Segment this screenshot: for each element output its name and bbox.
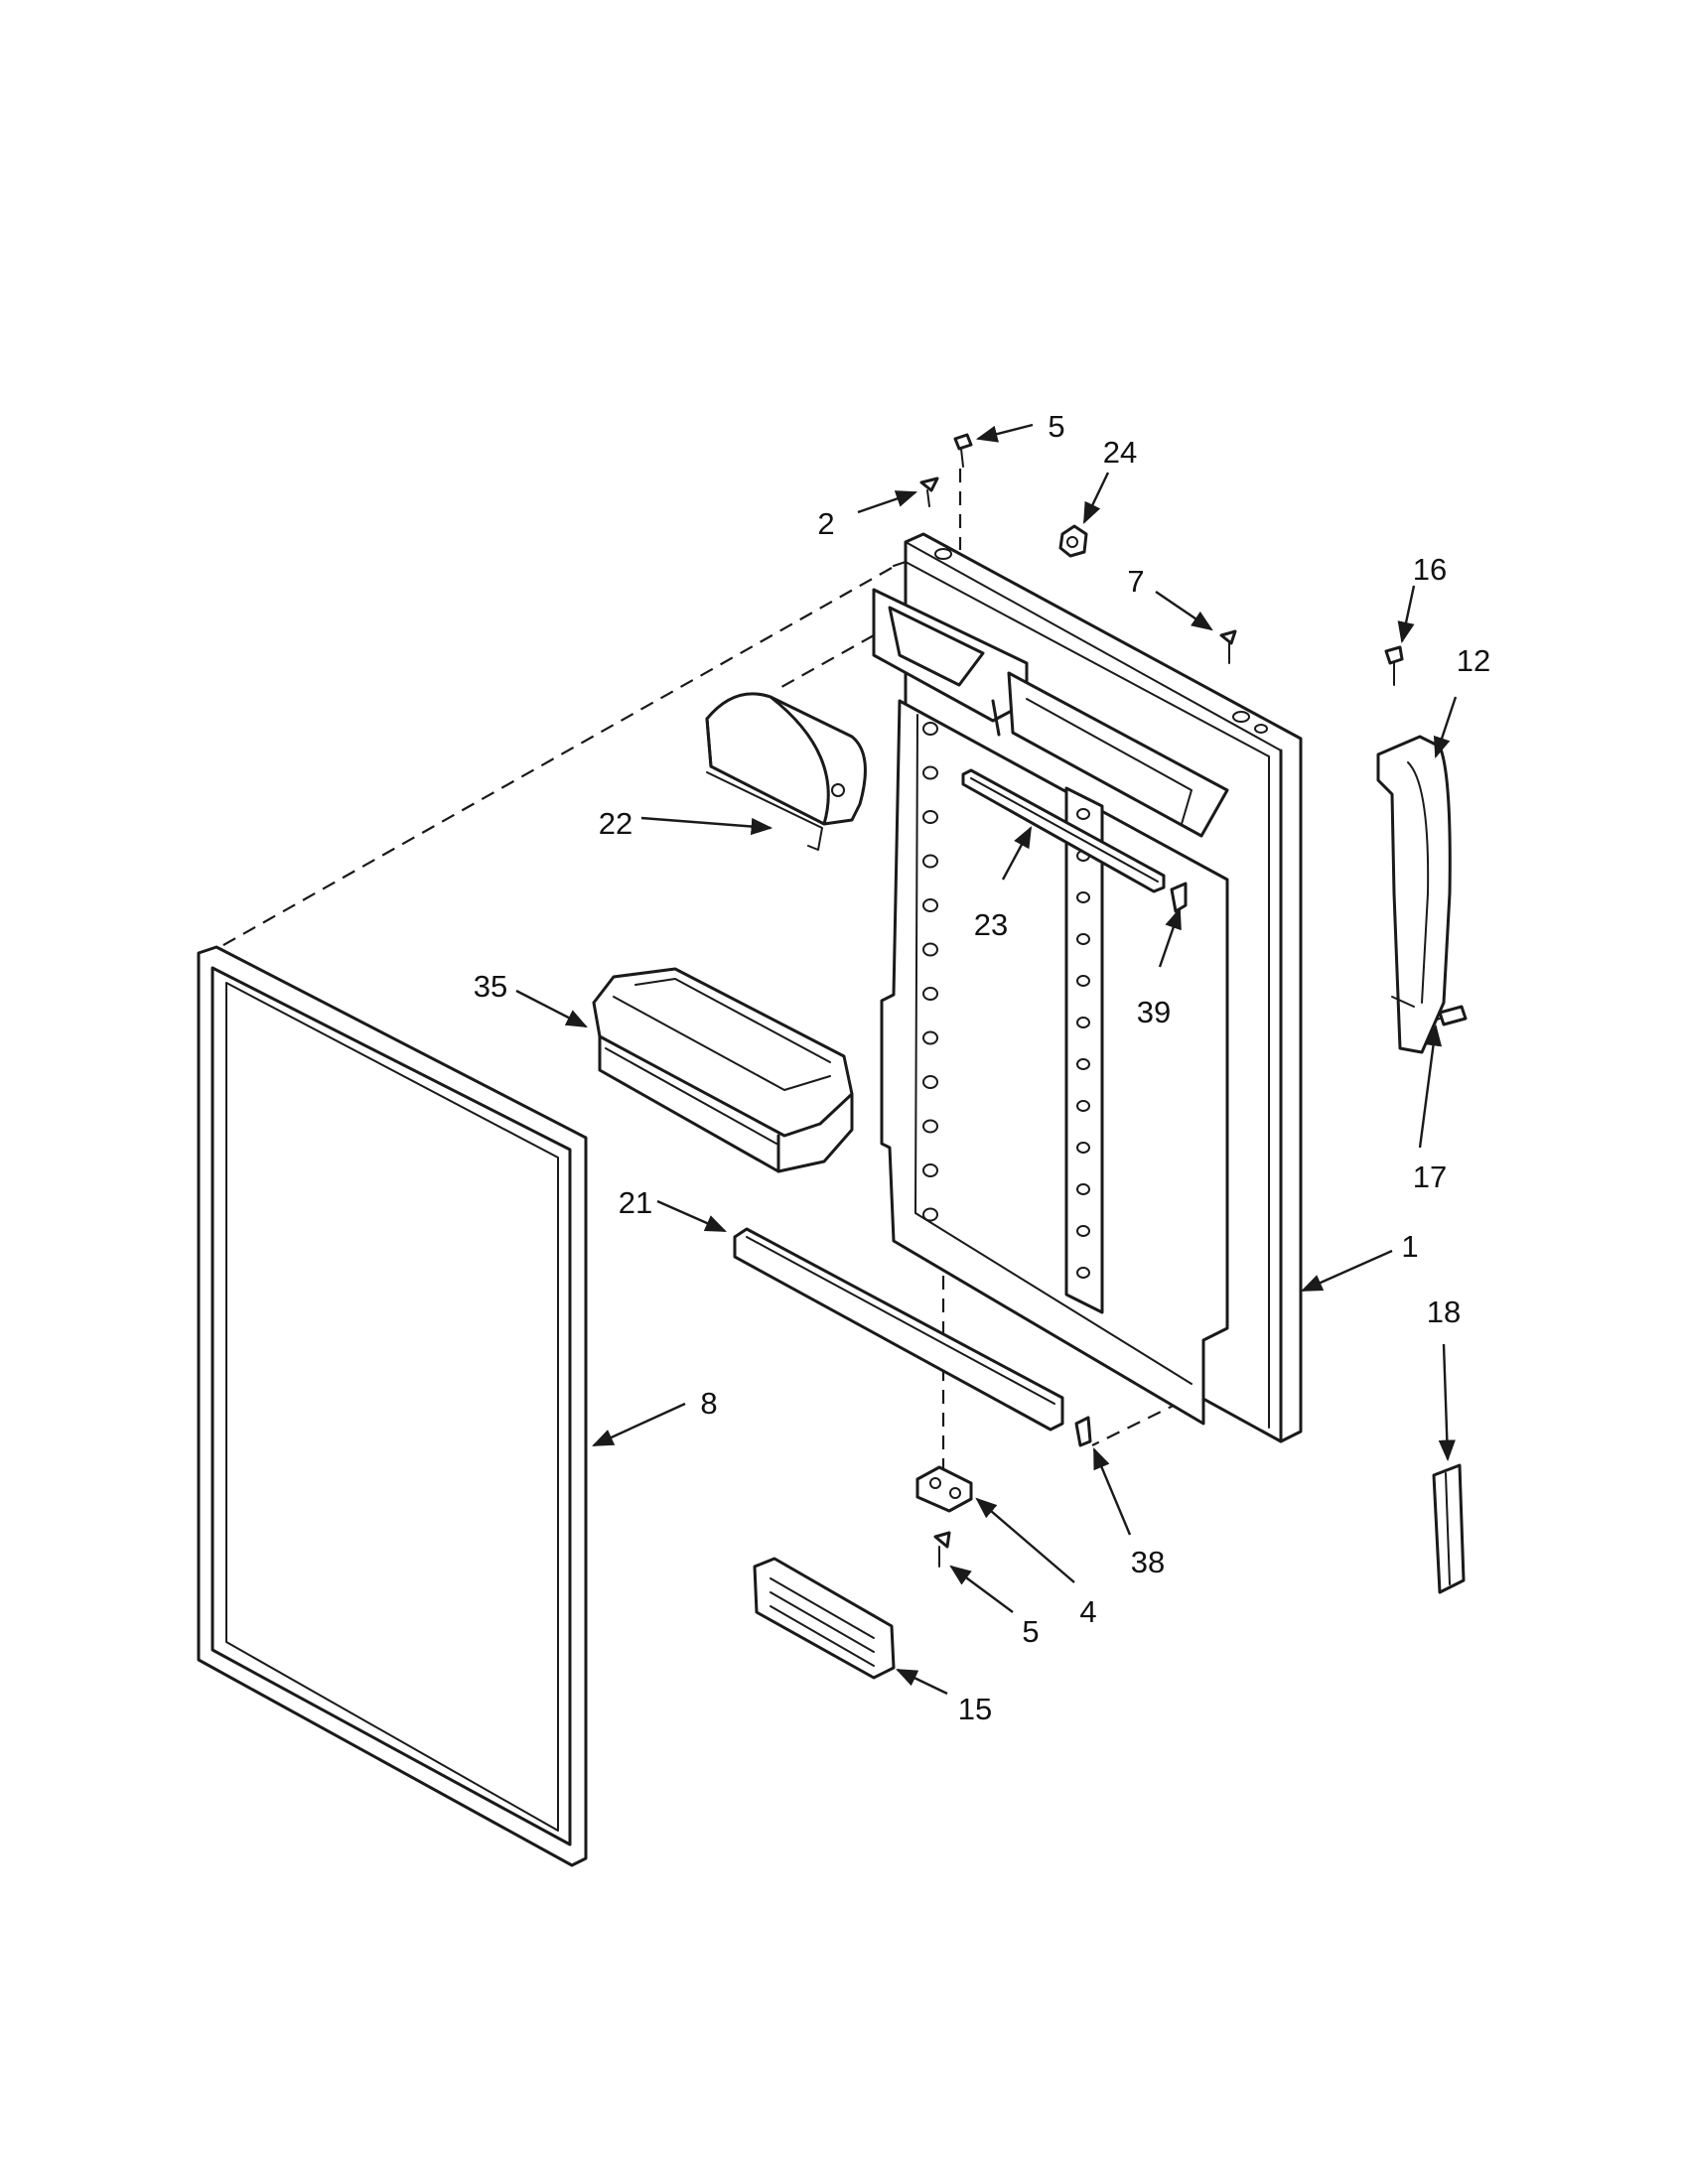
shelf-support-dot bbox=[1076, 1267, 1090, 1279]
door-gasket-part bbox=[197, 945, 588, 1867]
callout-16: 16 bbox=[1413, 552, 1447, 587]
plug-part-24 bbox=[1058, 524, 1088, 558]
shelf-support-dots-ladder bbox=[1076, 808, 1090, 1279]
shelf-support-dot bbox=[1076, 891, 1090, 903]
callout-8: 8 bbox=[700, 1386, 717, 1421]
callout-5-bottom: 5 bbox=[1022, 1614, 1039, 1649]
shelf-support-dot bbox=[922, 1207, 938, 1222]
handle-part bbox=[1376, 735, 1452, 1054]
shelf-support-dot bbox=[1076, 1142, 1090, 1154]
cap-part-38 bbox=[1074, 1416, 1092, 1447]
shelf-support-dots-left bbox=[922, 722, 938, 1222]
shelf-support-dot bbox=[922, 1075, 938, 1089]
alignment-lines bbox=[215, 469, 1202, 1469]
door-bin-part bbox=[592, 967, 854, 1173]
door-liner-part bbox=[872, 532, 1303, 1443]
callout-35: 35 bbox=[474, 969, 507, 1004]
shelf-support-dot bbox=[922, 987, 938, 1001]
leader-lines bbox=[515, 423, 1458, 1696]
callout-38: 38 bbox=[1131, 1545, 1165, 1579]
shelf-support-dot bbox=[922, 1119, 938, 1134]
dairy-door-part bbox=[705, 692, 867, 851]
callout-17: 17 bbox=[1413, 1160, 1447, 1194]
callout-21: 21 bbox=[619, 1185, 652, 1220]
shelf-support-dot bbox=[1076, 808, 1090, 820]
screw-part-5-top bbox=[953, 433, 973, 468]
callout-labels: 5 24 2 7 16 12 22 23 39 35 17 21 1 18 8 … bbox=[474, 409, 1490, 1726]
shelf-support-dot bbox=[922, 854, 938, 869]
callout-24: 24 bbox=[1103, 435, 1137, 470]
shelf-support-dot bbox=[1076, 1183, 1090, 1195]
shelf-support-dot bbox=[1076, 975, 1090, 987]
shelf-support-dot bbox=[922, 765, 938, 780]
shelf-support-dot bbox=[1076, 1017, 1090, 1028]
callout-23: 23 bbox=[974, 907, 1008, 942]
hinge-part bbox=[915, 1465, 973, 1513]
shelf-support-dot bbox=[922, 722, 938, 736]
shelf-support-dot bbox=[1076, 1225, 1090, 1237]
grille-part-15 bbox=[753, 1557, 896, 1680]
callout-4: 4 bbox=[1079, 1594, 1096, 1629]
callout-39: 39 bbox=[1137, 995, 1171, 1029]
rivet-part-2 bbox=[919, 477, 939, 507]
screw-part-16 bbox=[1384, 645, 1404, 686]
callout-5-top: 5 bbox=[1048, 409, 1064, 444]
callout-2: 2 bbox=[817, 506, 834, 541]
shelf-support-dot bbox=[1076, 1100, 1090, 1112]
shelf-support-dot bbox=[922, 942, 938, 957]
shelf-support-dot bbox=[922, 810, 938, 824]
callout-7: 7 bbox=[1127, 564, 1144, 599]
screw-part-7 bbox=[1219, 629, 1237, 664]
shelf-support-dot bbox=[1076, 1058, 1090, 1070]
shelf-support-dot bbox=[1076, 933, 1090, 945]
shelf-support-dot bbox=[922, 1030, 938, 1045]
upper-bar-part bbox=[961, 768, 1166, 893]
callout-1: 1 bbox=[1401, 1229, 1418, 1264]
screw-part-5-bottom bbox=[933, 1531, 951, 1568]
lower-bar-part bbox=[733, 1227, 1064, 1432]
shelf-support-dot bbox=[922, 898, 938, 912]
callout-15: 15 bbox=[958, 1692, 992, 1726]
cap-part-39 bbox=[1170, 882, 1188, 913]
shelf-support-dot bbox=[922, 1163, 938, 1177]
callout-12: 12 bbox=[1457, 643, 1490, 678]
callout-22: 22 bbox=[599, 806, 632, 841]
trim-part-18 bbox=[1432, 1463, 1466, 1594]
callout-18: 18 bbox=[1427, 1295, 1461, 1329]
